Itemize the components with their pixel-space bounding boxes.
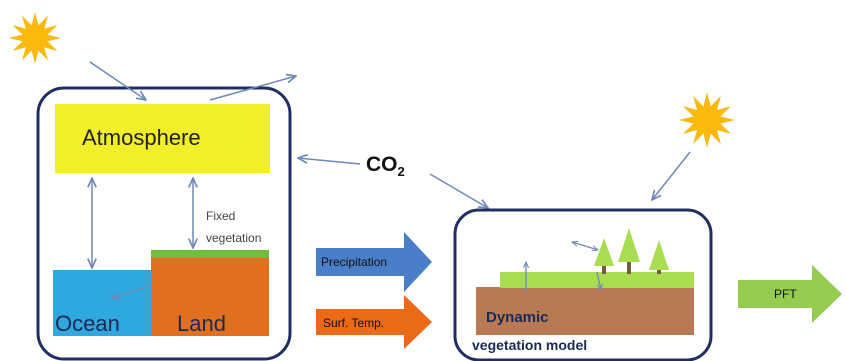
soil-layer — [476, 287, 694, 335]
tree-tall-icon — [618, 228, 640, 274]
fixed-vegetation-strip — [151, 250, 269, 258]
fixed-vegetation-label-line1: Fixed — [206, 209, 236, 223]
land-box — [151, 256, 269, 336]
co2-to-right-arrow — [429, 173, 488, 208]
atmosphere-box — [55, 104, 270, 173]
land-ocean-arrow — [112, 285, 151, 298]
fixed-vegetation-label-line2: vegetation — [206, 231, 262, 245]
radiation-right-arrow — [652, 151, 691, 200]
co2-label-base: CO — [366, 153, 398, 176]
pft-arrow — [738, 265, 842, 323]
atmosphere-label: Atmosphere — [82, 125, 201, 150]
precipitation-arrow — [316, 232, 432, 292]
ocean-label: Ocean — [55, 311, 120, 336]
tree-exchange-arrow — [596, 271, 601, 290]
sun-icon-right — [679, 92, 735, 148]
co2-label-subscript: 2 — [397, 164, 405, 180]
vegetation-model-label: vegetation model — [472, 337, 588, 353]
radiation-in-arrow — [89, 61, 146, 100]
tree-medium-icon — [649, 240, 669, 274]
co2-to-left-arrow — [298, 158, 361, 165]
grass-layer — [500, 272, 694, 288]
vegetation-model-frame — [453, 208, 713, 361]
ocean-box — [53, 270, 153, 336]
radiation-out-arrow — [209, 76, 296, 101]
land-label: Land — [177, 311, 226, 336]
canopy-exchange-arrow — [572, 242, 598, 250]
precipitation-label: Precipitation — [321, 255, 388, 269]
dynamic-label: Dynamic — [486, 309, 549, 326]
coupled-model-frame — [36, 86, 292, 361]
sun-icon-left — [9, 12, 61, 64]
surf-temp-label: Surf. Temp. — [323, 316, 385, 330]
pft-label: PFT — [774, 287, 797, 301]
tree-small-icon — [594, 238, 614, 274]
co2-label: CO2 — [366, 154, 405, 178]
surf-temp-arrow — [316, 295, 432, 349]
